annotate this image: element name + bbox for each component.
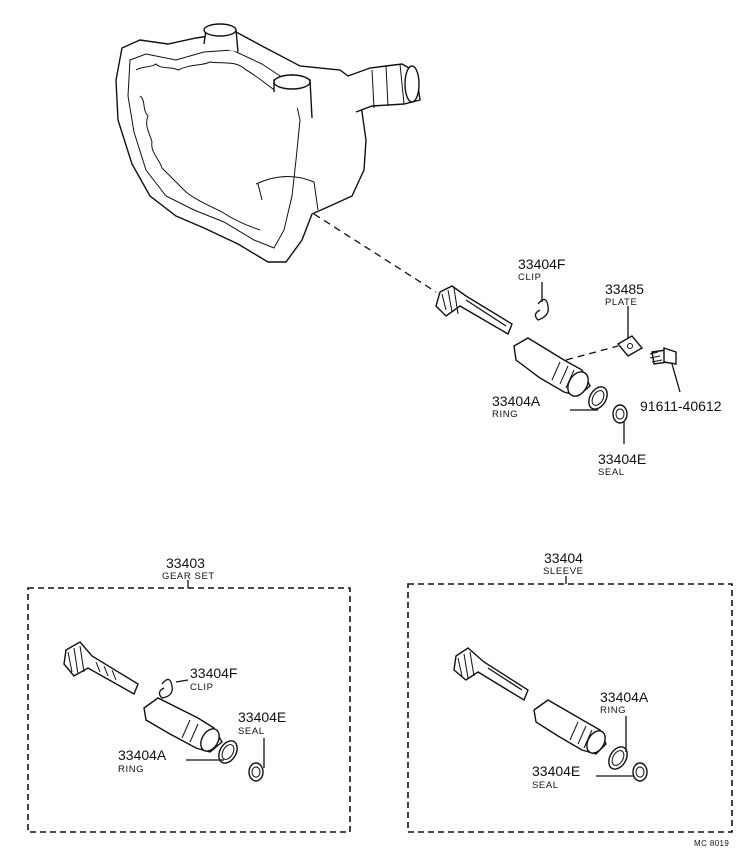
gear-set-seal-number: 33404E bbox=[238, 709, 286, 725]
sleeve-box-seal-name: SEAL bbox=[532, 780, 559, 791]
gear-set-ring-icon bbox=[218, 740, 238, 764]
sleeve-box-ring-number: 33404A bbox=[600, 689, 649, 705]
bolt-number: 91611-40612 bbox=[640, 398, 722, 414]
gear-set-ring-name: RING bbox=[118, 764, 144, 775]
transmission-housing bbox=[115, 23, 421, 263]
clip-top-number: 33404F bbox=[518, 256, 565, 272]
gear-set-seal-name: SEAL bbox=[238, 726, 265, 737]
ring-top-icon bbox=[588, 386, 608, 410]
plate-name: PLATE bbox=[605, 297, 637, 308]
gear-set-driven-gear bbox=[63, 641, 139, 696]
sleeve-box: 33404 SLEEVE 33404A RING 33404E SEAL bbox=[407, 550, 733, 833]
gear-set-sleeve bbox=[143, 697, 223, 753]
gear-set-number: 33403 bbox=[166, 555, 205, 571]
gear-set-box: 33403 GEAR SET 33404F CLIP 33404E SEAL 3… bbox=[27, 555, 351, 833]
gear-set-clip-number: 33404F bbox=[190, 665, 237, 681]
bolt-icon bbox=[649, 347, 677, 365]
gear-set-clip-icon bbox=[158, 678, 173, 699]
sleeve-box-ring-name: RING bbox=[600, 705, 626, 716]
gear-set-ring-number: 33404A bbox=[118, 747, 167, 763]
ring-top-name: RING bbox=[492, 409, 518, 420]
sleeve-box-driven-gear bbox=[453, 647, 529, 702]
seal-top-number: 33404E bbox=[598, 451, 646, 467]
leader-bolt bbox=[671, 363, 681, 393]
gear-set-clip-name: CLIP bbox=[190, 682, 214, 693]
drawing-code: MC 8019 bbox=[694, 839, 729, 848]
sleeve-name: SLEEVE bbox=[543, 566, 584, 577]
alignment-line-housing bbox=[313, 213, 437, 293]
alignment-line-plate bbox=[565, 345, 619, 361]
gear-set-seal-icon bbox=[248, 762, 264, 782]
seal-top-name: SEAL bbox=[598, 467, 625, 478]
sleeve-box-seal-number: 33404E bbox=[532, 763, 580, 779]
plate-number: 33485 bbox=[605, 281, 644, 297]
seal-top-icon bbox=[612, 404, 628, 424]
clip-top-icon bbox=[534, 298, 549, 321]
sleeve-top bbox=[513, 337, 591, 397]
clip-top-name: CLIP bbox=[518, 272, 542, 283]
sleeve-box-ring-icon bbox=[608, 746, 628, 770]
sleeve-box-sleeve bbox=[533, 699, 607, 755]
ring-top-number: 33404A bbox=[492, 393, 541, 409]
driven-gear-shaft bbox=[435, 285, 513, 336]
sleeve-number: 33404 bbox=[544, 550, 583, 566]
plate-icon bbox=[616, 335, 644, 357]
gear-set-name: GEAR SET bbox=[162, 571, 215, 582]
sleeve-box-seal-icon bbox=[632, 762, 648, 782]
